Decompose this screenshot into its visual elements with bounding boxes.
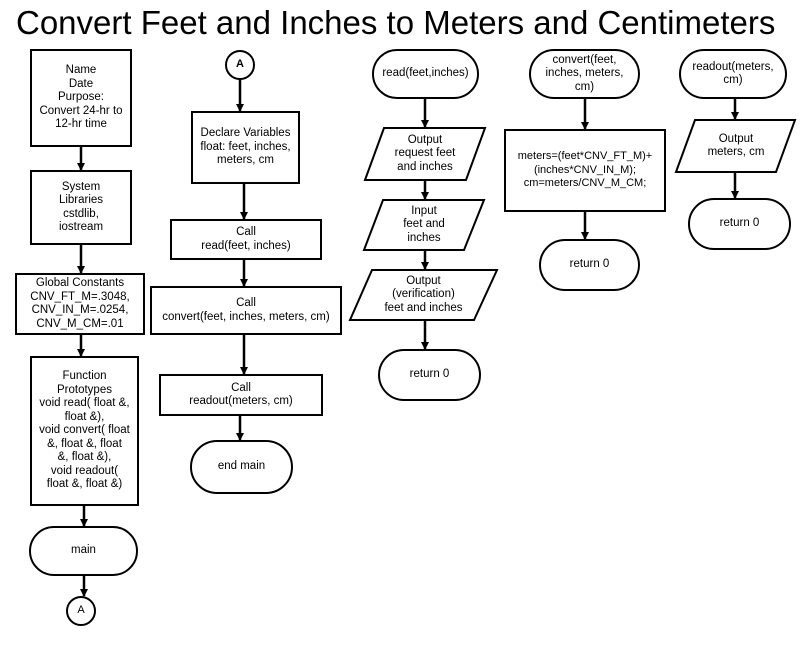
read-start-terminal: read(feet,inches) <box>382 67 469 80</box>
call-convert-block: Call convert(feet, inches, meters, cm) <box>162 297 330 323</box>
call-read-box-shape <box>170 219 322 260</box>
read-return-terminal: return 0 <box>409 368 450 381</box>
convert-process-block: meters=(feet*CNV_FT_M)+ (inches*CNV_IN_M… <box>517 150 653 190</box>
readout-start-terminal: readout(meters, cm) <box>692 60 774 87</box>
readout-return-terminal-shape <box>688 198 791 250</box>
readout-output: Output meters, cm <box>707 132 765 159</box>
libraries-block: System Libraries cstdlib, iostream <box>58 180 104 234</box>
convert-return-terminal: return 0 <box>569 258 610 271</box>
convert-start-terminal: convert(feet, inches, meters, cm) <box>545 53 624 93</box>
header-box-shape <box>30 49 132 147</box>
libraries-box-shape <box>30 170 132 245</box>
constants-block: Global Constants CNV_FT_M=.3048, CNV_IN_… <box>30 277 130 330</box>
read-input-shape <box>362 199 486 251</box>
declare-block: Declare Variables float: feet, inches, m… <box>200 127 291 167</box>
read-return-terminal-shape <box>378 349 481 401</box>
declare-box-shape <box>191 111 300 184</box>
readout-output-shape <box>674 119 797 173</box>
convert-process-box-shape <box>504 129 666 212</box>
readout-return-terminal: return 0 <box>719 217 760 230</box>
convert-return-terminal-shape <box>539 239 640 291</box>
end-main-terminal: end main <box>217 460 266 473</box>
read-output-request: Output request feet and inches <box>394 133 456 173</box>
readout-start-terminal-shape <box>679 49 787 99</box>
connector-in: A <box>236 58 244 71</box>
read-input: Input feet and inches <box>403 204 445 244</box>
connector-out: A <box>77 604 85 617</box>
page-title: Convert Feet and Inches to Meters and Ce… <box>16 4 776 41</box>
main-terminal: main <box>71 544 96 557</box>
connector-out-shape <box>66 596 96 626</box>
prototypes-block: Function Prototypes void read( float &, … <box>39 370 130 491</box>
read-output-request-shape <box>363 127 487 181</box>
end-main-terminal-shape <box>190 440 293 494</box>
read-output-verify: Output (verification) feet and inches <box>384 274 463 314</box>
read-output-verify-shape <box>348 269 499 321</box>
constants-box-shape <box>15 273 145 335</box>
header-block: Name Date Purpose: Convert 24-hr to 12-h… <box>39 64 123 131</box>
call-readout-block: Call readout(meters, cm) <box>189 381 293 408</box>
call-read-block: Call read(feet, inches) <box>201 226 291 252</box>
call-convert-box-shape <box>150 286 342 335</box>
